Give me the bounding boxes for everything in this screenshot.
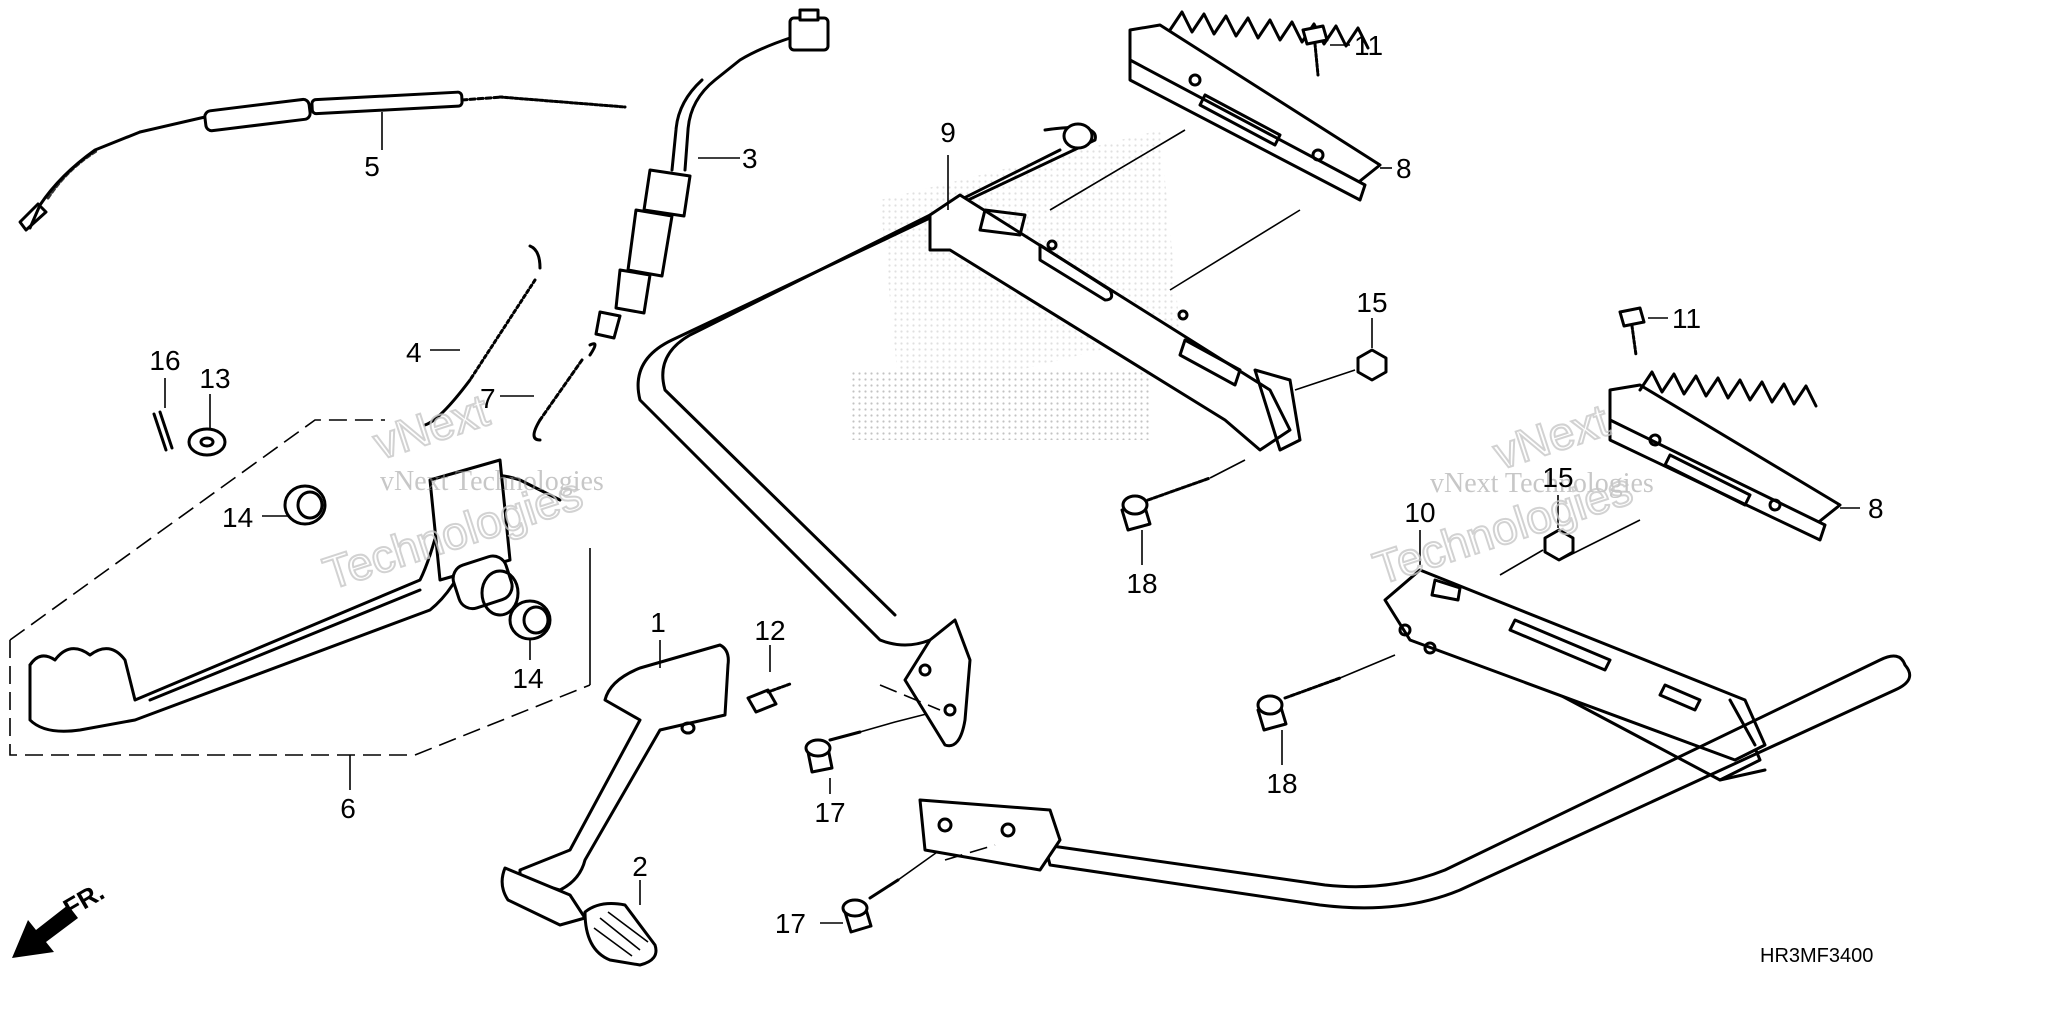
part-16-cotter-pin[interactable]: [152, 378, 174, 452]
callout-3: 3: [742, 143, 758, 174]
callout-6: 6: [340, 793, 356, 824]
part-18-bolt-upper[interactable]: [1120, 459, 1246, 565]
callout-18-lower: 18: [1266, 768, 1297, 799]
watermark-big-left-1: vNext: [367, 384, 495, 470]
part-8-step-plate-upper[interactable]: [1049, 10, 1392, 291]
part-8-step-plate-lower[interactable]: [1559, 370, 1860, 561]
callout-11-lower: 11: [1672, 303, 1701, 334]
callout-1: 1: [650, 607, 666, 638]
callout-17-lower: 17: [775, 908, 806, 939]
callout-2: 2: [632, 851, 648, 882]
part-3-switch[interactable]: [594, 8, 830, 340]
part-10-step-bar-right[interactable]: [918, 530, 1912, 910]
callout-12: 12: [754, 615, 785, 646]
callouts: 5 3 4 7 16 13 14 14 6 1 2 12 17 17 9 10 …: [149, 30, 1883, 939]
part-11-bolt-lower[interactable]: [1618, 306, 1668, 357]
callout-4: 4: [406, 337, 422, 368]
part-7-spring[interactable]: [500, 342, 597, 442]
watermark-text-left: vNext Technologies: [380, 466, 604, 497]
part-2-pedal-rubber[interactable]: [583, 880, 658, 967]
callout-11-upper: 11: [1354, 30, 1383, 61]
part-5-cable[interactable]: [18, 90, 627, 232]
callout-16: 16: [149, 345, 180, 376]
part-9-step-bar-left[interactable]: [636, 122, 1302, 748]
part-4-spring[interactable]: [423, 244, 542, 427]
front-arrow-icon: [12, 905, 78, 958]
callout-5: 5: [364, 151, 380, 182]
callout-13: 13: [199, 363, 230, 394]
callout-14-upper: 14: [222, 502, 253, 533]
watermark-text-right: vNext Technologies: [1430, 468, 1654, 499]
callout-8-upper: 8: [1396, 153, 1412, 184]
callout-15-upper: 15: [1356, 287, 1387, 318]
part-18-bolt-lower[interactable]: [1256, 654, 1396, 765]
part-1-brake-arm[interactable]: [500, 640, 730, 927]
callout-10: 10: [1404, 497, 1435, 528]
part-14-bushing-lower[interactable]: [508, 599, 552, 660]
part-13-washer[interactable]: [187, 394, 227, 457]
part-15-nut-lower[interactable]: [1499, 495, 1575, 576]
callout-8-lower: 8: [1868, 493, 1884, 524]
callout-7: 7: [480, 383, 496, 414]
part-11-bolt-upper[interactable]: [1301, 24, 1350, 77]
callout-9: 9: [940, 117, 956, 148]
part-12-bolt[interactable]: [746, 645, 792, 714]
front-direction-indicator: FR.: [12, 876, 109, 958]
callout-17-upper: 17: [814, 797, 845, 828]
part-14-bushing-upper[interactable]: [262, 484, 327, 526]
diagram-code: HR3MF3400: [1760, 945, 1873, 967]
callout-18-upper: 18: [1126, 568, 1157, 599]
part-6-brake-pedal-assembly[interactable]: [9, 419, 591, 790]
callout-15-lower: 15: [1542, 462, 1573, 493]
part-15-nut-upper[interactable]: [1294, 318, 1388, 391]
part-17-bolt-upper[interactable]: [804, 707, 951, 794]
part-17-bolt-lower[interactable]: [820, 839, 961, 934]
callout-14-lower: 14: [512, 663, 543, 694]
